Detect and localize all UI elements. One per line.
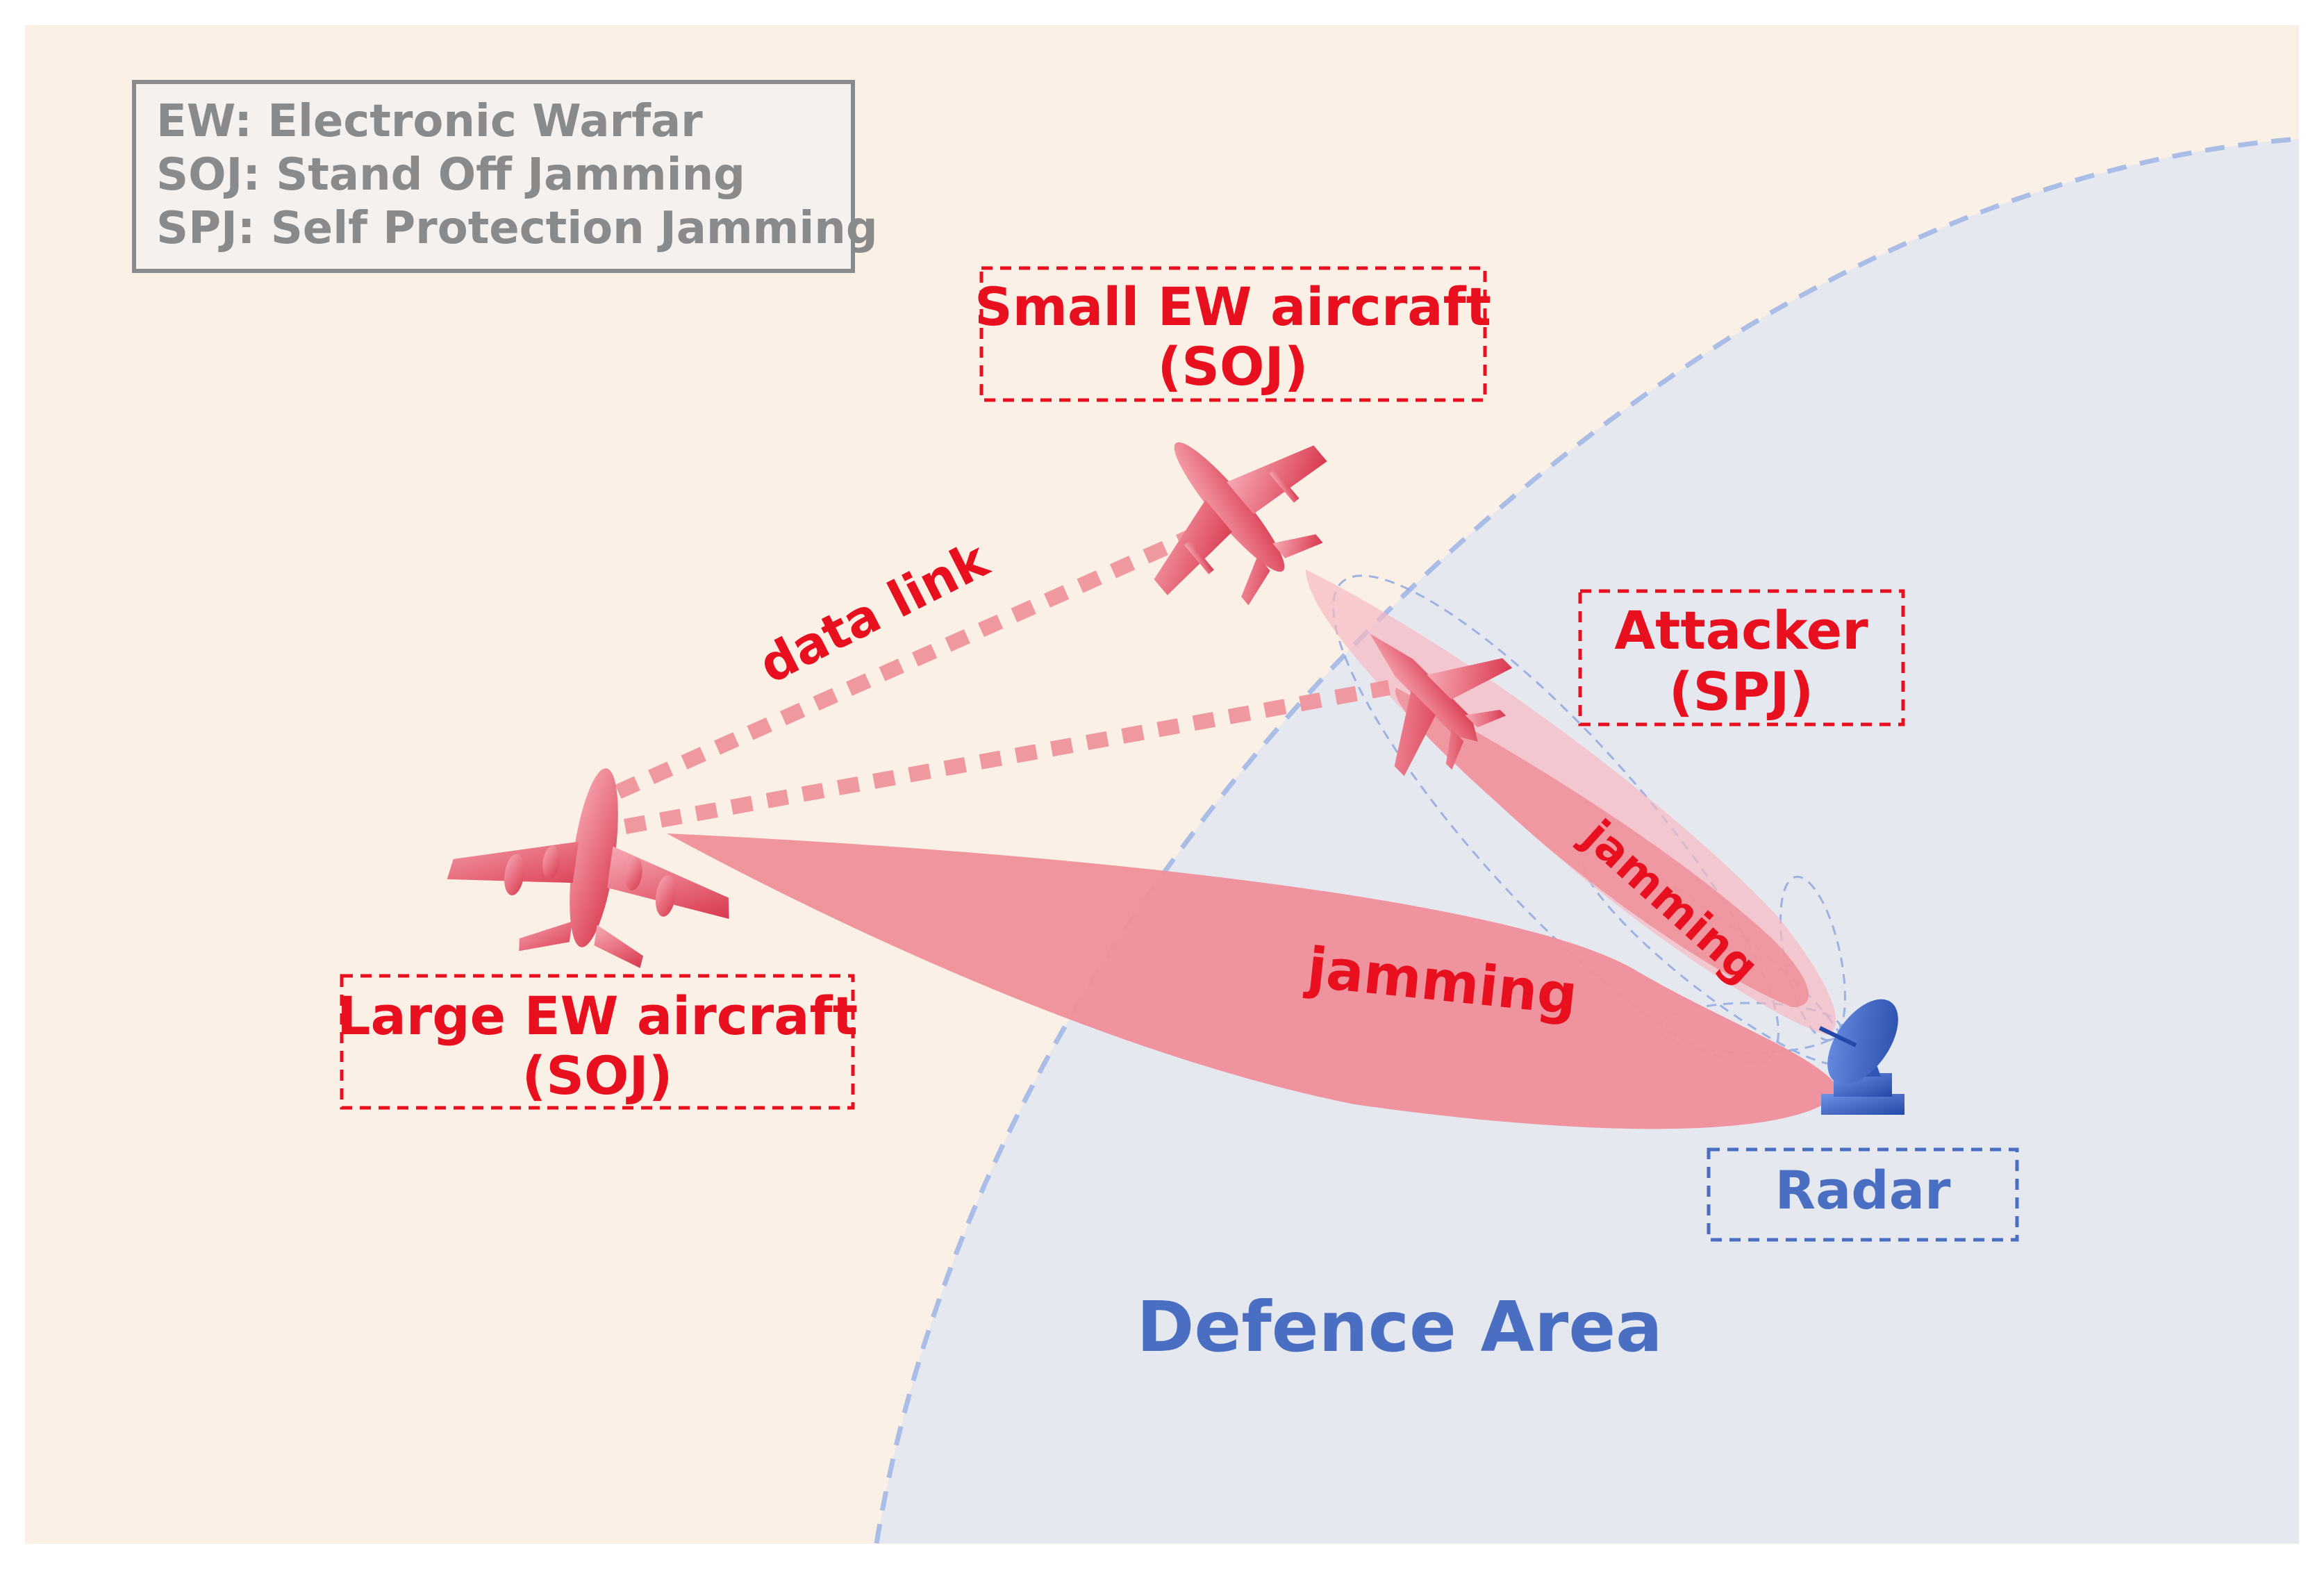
attacker-label-line1: Attacker — [1614, 599, 1868, 661]
small-ew-fighter-icon — [1154, 442, 1327, 606]
attacker-fighter-icon — [1370, 633, 1513, 777]
attacker-label-box — [1578, 589, 1905, 727]
defence-area-label: Defence Area — [1136, 1286, 1662, 1368]
small-ew-label-box — [979, 266, 1487, 402]
radar-dish-icon — [1818, 999, 1904, 1115]
large-ew-label-box — [340, 974, 855, 1110]
attacker-jamming-beam-inner — [1395, 688, 1809, 1007]
small-ew-label-line2: (SOJ) — [1157, 335, 1308, 397]
large-ew-label-line1: Large EW aircraft — [337, 985, 858, 1047]
legend-line-ew: EW: Electronic Warfar — [156, 96, 703, 147]
defence-area-border — [874, 136, 2300, 1544]
large-ew-label-line2: (SOJ) — [522, 1045, 672, 1106]
legend-line-spj: SPJ: Self Protection Jamming — [156, 203, 878, 254]
radar-label: Radar — [1775, 1159, 1951, 1221]
main-jamming-beam — [667, 833, 1841, 1129]
attacker-label-line2: (SPJ) — [1669, 661, 1813, 722]
radar-label-box — [1707, 1147, 2019, 1242]
data-link-lines — [615, 527, 1391, 834]
airliner-icon — [447, 768, 729, 968]
small-ew-label-line1: Small EW aircraft — [974, 276, 1491, 338]
legend-line-soj: SOJ: Stand Off Jamming — [156, 149, 745, 201]
legend-box — [132, 80, 855, 273]
